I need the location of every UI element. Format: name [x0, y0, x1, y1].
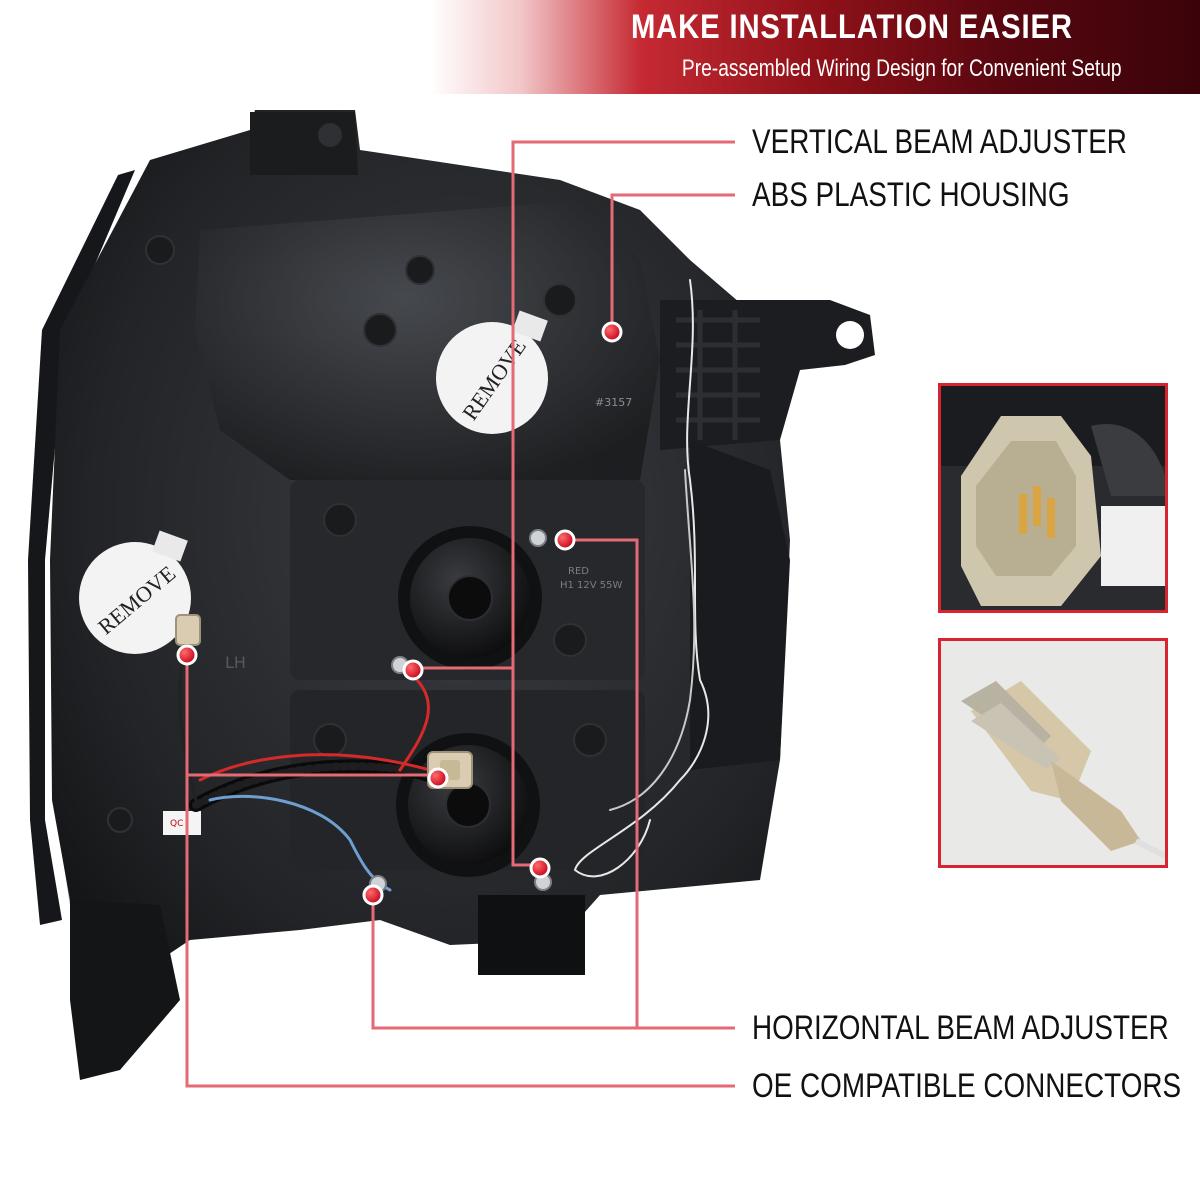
banner-title: MAKE INSTALLATION EASIER [631, 8, 1073, 46]
callout-dots [176, 321, 623, 906]
upper-bulb-cap [398, 526, 542, 670]
bulb-spec-line-1: RED [568, 566, 589, 577]
mounting-bracket [660, 300, 875, 450]
dot-horizontal-adjuster-right [529, 857, 551, 879]
remove-sticker-lower: REMOVE [79, 530, 191, 654]
dot-housing [601, 321, 623, 343]
bottom-foot [70, 900, 180, 1080]
bulb-spec-line-2: H1 12V 55W [560, 580, 623, 591]
remove-sticker-upper: REMOVE [436, 310, 548, 434]
banner-subtitle: Pre-assembled Wiring Design for Convenie… [682, 55, 1122, 82]
chrome-trim [28, 170, 135, 925]
bulb-code-label: #3157 [595, 396, 632, 409]
callout-oe-compatible-connectors: OE COMPATIBLE CONNECTORS [752, 1067, 1182, 1105]
detail-photo-h1-connector [938, 383, 1168, 613]
wiring-harness [178, 279, 710, 892]
dot-vertical-adjuster-top [554, 529, 576, 551]
side-pod [690, 440, 790, 770]
callout-horizontal-beam-adjuster: HORIZONTAL BEAM ADJUSTER [752, 1009, 1169, 1047]
housing-bosses [107, 235, 607, 833]
detail-photo-t10-connector [938, 638, 1168, 868]
dot-h1-connector [427, 767, 449, 789]
callout-abs-plastic-housing: ABS PLASTIC HOUSING [752, 176, 1070, 214]
bottom-tab [478, 895, 585, 975]
dot-t10-connector [176, 644, 198, 666]
callout-vertical-beam-adjuster: VERTICAL BEAM ADJUSTER [752, 123, 1127, 161]
upper-dome [195, 200, 660, 480]
qc-sticker [163, 811, 201, 835]
side-mark-label: LH [225, 653, 246, 672]
top-tab [250, 112, 358, 175]
dot-vertical-adjuster [402, 659, 424, 681]
header-banner: MAKE INSTALLATION EASIER Pre-assembled W… [0, 0, 1200, 94]
dot-horizontal-adjuster-left [362, 884, 384, 906]
t10-connector-plug [175, 614, 201, 646]
qc-text: QC [170, 819, 183, 829]
